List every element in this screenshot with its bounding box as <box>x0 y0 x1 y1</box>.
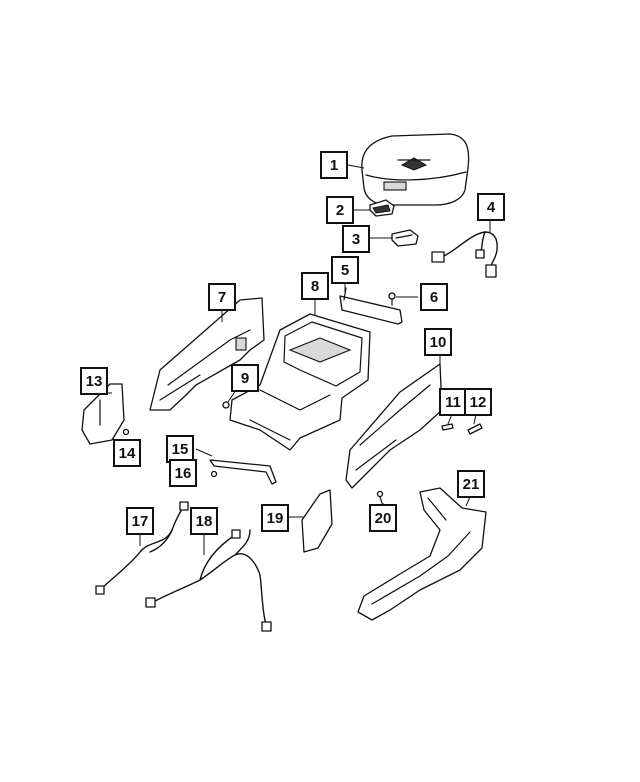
leader-1 <box>347 164 365 169</box>
console-body-part <box>229 313 371 451</box>
callout-21[interactable]: 21 <box>457 470 485 498</box>
module-part <box>391 229 419 247</box>
callout-8[interactable]: 8 <box>301 272 329 300</box>
callout-5[interactable]: 5 <box>331 256 359 284</box>
callout-16[interactable]: 16 <box>169 459 197 487</box>
wiring-harness-part-17 <box>95 501 189 595</box>
callout-11[interactable]: 11 <box>439 388 467 416</box>
screw-part-6 <box>388 292 396 306</box>
callout-2[interactable]: 2 <box>326 196 354 224</box>
console-lid-part <box>361 133 470 206</box>
clip-part-16 <box>210 470 218 478</box>
air-duct-part <box>357 487 487 621</box>
callout-17[interactable]: 17 <box>126 507 154 535</box>
leader-21 <box>465 496 471 507</box>
wiring-harness-part-18 <box>145 529 272 632</box>
callout-9[interactable]: 9 <box>231 364 259 392</box>
bracket-part <box>339 287 403 325</box>
callout-1[interactable]: 1 <box>320 151 348 179</box>
callout-14[interactable]: 14 <box>113 439 141 467</box>
screw-part-11 <box>441 423 454 431</box>
callout-13[interactable]: 13 <box>80 367 108 395</box>
callout-20[interactable]: 20 <box>369 504 397 532</box>
callout-7[interactable]: 7 <box>208 283 236 311</box>
callout-18[interactable]: 18 <box>190 507 218 535</box>
left-trim-part <box>81 383 125 445</box>
callout-12[interactable]: 12 <box>464 388 492 416</box>
callout-19[interactable]: 19 <box>261 504 289 532</box>
lower-bracket-part <box>209 459 277 485</box>
trim-panel-part-19 <box>301 489 333 553</box>
clip-part-9 <box>222 401 230 409</box>
screw-part-20 <box>376 490 384 504</box>
callout-3[interactable]: 3 <box>342 225 370 253</box>
callout-10[interactable]: 10 <box>424 328 452 356</box>
leader-9 <box>227 389 237 403</box>
pin-part-12 <box>467 423 483 435</box>
latch-part <box>369 199 395 217</box>
callout-6[interactable]: 6 <box>420 283 448 311</box>
lamp-harness-part <box>431 231 498 278</box>
callout-4[interactable]: 4 <box>477 193 505 221</box>
leader-15 <box>195 448 213 457</box>
left-side-panel-part <box>149 297 265 411</box>
fastener-part-14 <box>122 428 130 436</box>
right-side-panel-part <box>345 363 443 489</box>
